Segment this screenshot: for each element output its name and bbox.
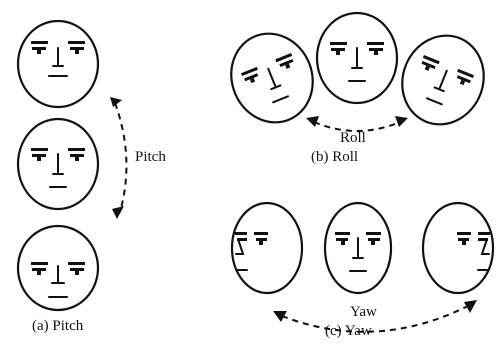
caption-pitch: (a) Pitch [32,318,84,334]
caption-yaw: (c) Yaw [325,323,372,339]
yaw-arrow-label: Yaw [350,304,377,320]
yaw-arrowhead-left [273,311,287,322]
face-pitch-up [16,19,100,109]
face-pitch-down [16,224,100,312]
roll-arrow-label: Roll [340,130,366,146]
pitch-arrow [110,97,128,219]
caption-roll: (b) Roll [311,149,359,165]
pitch-arrowhead-bottom [112,206,124,219]
roll-arrow [306,116,408,132]
face-roll-neutral [315,11,399,105]
yaw-arrow [273,300,477,333]
yaw-arrowhead-right [464,300,477,313]
face-pitch-neutral [16,117,100,211]
pitch-arrowhead-top [110,97,122,107]
roll-arrowhead-left [306,116,319,127]
face-yaw-right [421,201,495,295]
face-yaw-neutral [323,201,393,295]
pitch-arrow-label: Pitch [135,149,166,165]
roll-arrowhead-right [395,116,408,127]
face-yaw-left [230,201,304,295]
